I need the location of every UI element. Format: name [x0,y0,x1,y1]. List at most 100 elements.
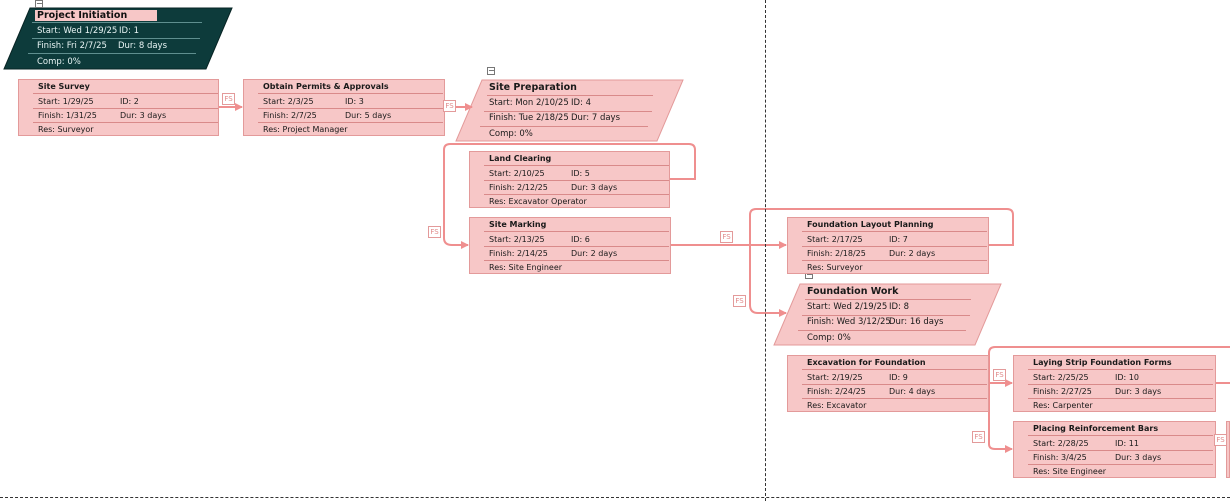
task-title: Excavation for Foundation [807,358,926,367]
collapse-toggle-site-preparation[interactable]: − [487,67,495,75]
resource: Res: Carpenter [1033,401,1093,410]
duration: Dur: 3 days [1115,387,1162,396]
start-date: Start: Wed 2/19/25 [807,302,888,312]
divider [802,260,987,261]
finish-date: Finish: 2/27/25 [1033,387,1092,396]
duration: Dur: 3 days [120,111,167,120]
divider [480,126,648,127]
completion: Comp: 0% [37,57,81,67]
task-node-site-marking[interactable]: Site Marking Start: 2/13/25 ID: 6 Finish… [469,217,671,274]
summary-node-site-preparation[interactable]: Site Preparation Start: Mon 2/10/25 ID: … [480,80,657,141]
start-date: Start: 2/13/25 [489,235,545,244]
task-title: Placing Reinforcement Bars [1033,424,1159,433]
task-node-offscreen[interactable] [1226,421,1230,478]
divider [28,53,196,54]
page-break-horizontal [0,497,1230,498]
divider [802,369,987,370]
divider [802,246,987,247]
divider [1028,369,1213,370]
link-type-label: FS [733,295,746,307]
start-date: Start: 2/10/25 [489,169,545,178]
task-node-obtain-permits[interactable]: Obtain Permits & Approvals Start: 2/3/25… [243,79,445,136]
summary-node-foundation-work[interactable]: Foundation Work Start: Wed 2/19/25 ID: 8… [798,284,975,345]
divider [802,398,987,399]
divider [487,95,653,96]
task-node-site-survey[interactable]: Site Survey Start: 1/29/25 ID: 2 Finish:… [18,79,219,136]
divider [1028,435,1213,436]
divider [484,246,669,247]
divider [258,122,443,123]
duration: Dur: 2 days [571,249,618,258]
divider [32,38,200,39]
divider [805,299,971,300]
task-id: ID: 10 [1115,373,1139,382]
summary-node-project-initiation[interactable]: Project Initiation Start: Wed 1/29/25 ID… [28,8,210,69]
link-clearing-marking [443,143,696,249]
resource: Res: Site Engineer [1033,467,1107,476]
divider [258,108,443,109]
task-node-placing-reinforcement-bars[interactable]: Placing Reinforcement Bars Start: 2/28/2… [1013,421,1216,478]
task-id: ID: 4 [571,98,592,108]
link-type-label: FS [428,226,441,238]
divider [802,315,970,316]
start-date: Start: 2/28/25 [1033,439,1089,448]
link-type-label: FS [443,100,456,112]
finish-date: Finish: 2/24/25 [807,387,866,396]
start-date: Start: 2/17/25 [807,235,863,244]
task-title: Site Marking [489,220,547,229]
collapse-toggle-project-initiation[interactable]: − [35,0,43,8]
finish-date: Finish: Wed 3/12/25 [807,317,891,327]
start-date: Start: 2/25/25 [1033,373,1089,382]
resource: Res: Site Engineer [489,263,563,272]
finish-date: Finish: 2/18/25 [807,249,866,258]
finish-date: Finish: Tue 2/18/25 [489,113,569,123]
task-node-excavation-for-foundation[interactable]: Excavation for Foundation Start: 2/19/25… [787,355,989,412]
divider [802,384,987,385]
start-date: Start: 2/3/25 [263,97,314,106]
task-node-laying-strip-foundation-forms[interactable]: Laying Strip Foundation Forms Start: 2/2… [1013,355,1216,412]
divider [1028,464,1213,465]
resource: Res: Excavator Operator [489,197,587,206]
divider [33,122,218,123]
page-break-vertical [765,0,766,501]
task-title: Foundation Layout Planning [807,220,934,229]
link-type-label: FS [972,431,985,443]
link-type-label: FS [1214,434,1227,446]
duration: Dur: 7 days [571,113,621,123]
divider [484,260,669,261]
task-id: ID: 7 [889,235,908,244]
task-title: Laying Strip Foundation Forms [1033,358,1172,367]
divider [484,180,669,181]
task-id: ID: 6 [571,235,590,244]
task-id: ID: 9 [889,373,908,382]
task-id: ID: 3 [345,97,364,106]
minus-icon: − [36,0,43,8]
finish-date: Finish: Fri 2/7/25 [37,41,107,51]
divider [484,165,669,166]
resource: Res: Surveyor [38,125,94,134]
divider [484,194,669,195]
divider [1028,450,1213,451]
duration: Dur: 5 days [345,111,392,120]
divider [484,231,669,232]
task-node-land-clearing[interactable]: Land Clearing Start: 2/10/25 ID: 5 Finis… [469,151,670,208]
task-title: Obtain Permits & Approvals [263,82,389,91]
resource: Res: Surveyor [807,263,863,272]
link-type-label: FS [993,369,1006,381]
completion: Comp: 0% [807,333,851,343]
link-layout-foundwork [749,208,1014,317]
finish-date: Finish: 2/14/25 [489,249,548,258]
minus-icon: − [488,66,495,75]
duration: Dur: 8 days [118,41,168,51]
start-date: Start: Wed 1/29/25 [37,26,118,36]
duration: Dur: 16 days [889,317,944,327]
minus-icon: − [806,270,813,279]
divider [484,111,652,112]
divider [33,108,218,109]
finish-date: Finish: 2/12/25 [489,183,548,192]
duration: Dur: 4 days [889,387,936,396]
link-type-label: FS [720,231,733,243]
task-node-foundation-layout-planning[interactable]: Foundation Layout Planning Start: 2/17/2… [787,217,989,274]
task-id: ID: 11 [1115,439,1139,448]
task-title: Land Clearing [489,154,552,163]
